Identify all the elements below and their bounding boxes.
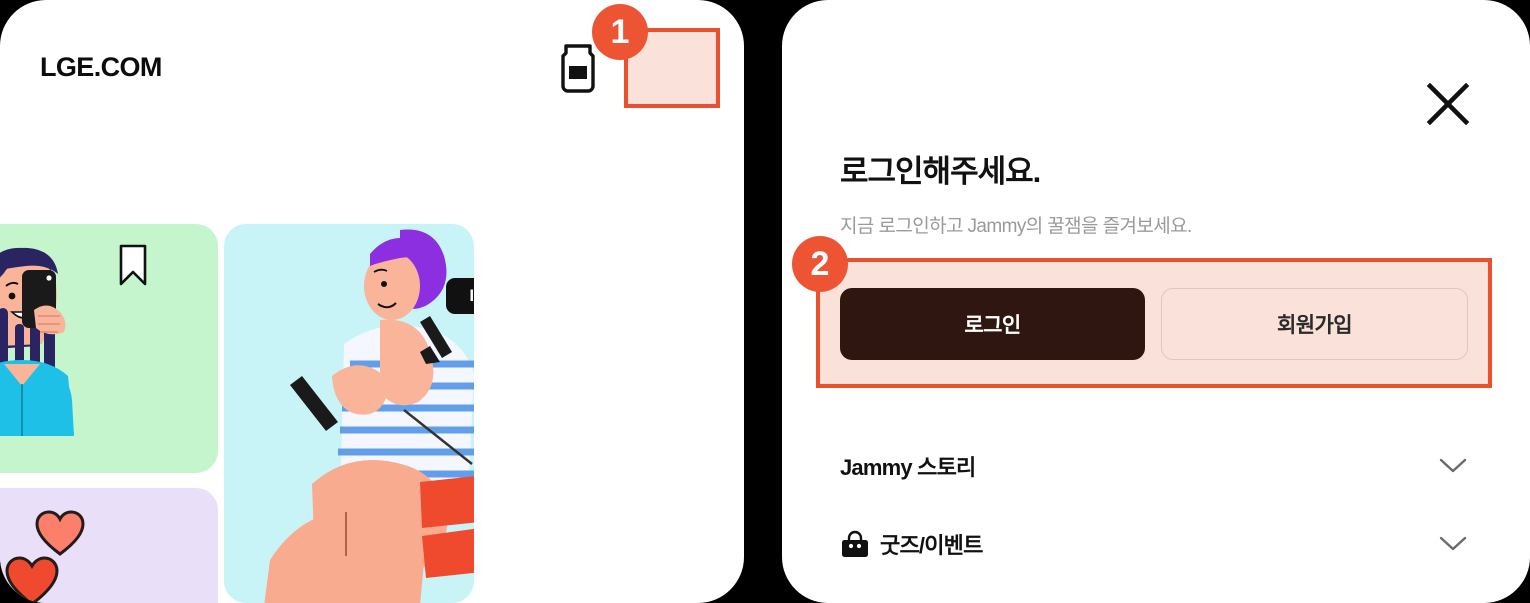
site-logo[interactable]: LGE.COM <box>40 52 162 82</box>
jar-icon[interactable] <box>556 42 600 94</box>
mobile-home-screen: LGE.COM <box>0 0 744 603</box>
heart-icon <box>5 556 59 603</box>
annotation-marker-1: 1 <box>592 4 648 60</box>
page-title: 로그인해주세요. <box>840 154 1041 189</box>
sidebar-item-goods-event[interactable]: 굿즈/이벤트 <box>840 522 1468 566</box>
shopping-bag-icon <box>842 530 868 557</box>
illustration-card-cyan: I love it! <box>224 224 474 603</box>
speech-bubble: I love it! <box>446 278 474 314</box>
login-button[interactable]: 로그인 <box>840 288 1145 360</box>
sidebar-item-label: Jammy 스토리 <box>840 455 976 480</box>
signup-button[interactable]: 회원가입 <box>1161 288 1468 360</box>
illustration-card-purple <box>0 488 218 603</box>
sidebar-item-jammy-story[interactable]: Jammy 스토리 <box>840 444 1468 488</box>
auth-buttons-group: 로그인 회원가입 <box>840 288 1468 360</box>
illustration-card-green <box>0 224 218 473</box>
close-button[interactable] <box>1420 76 1476 132</box>
chevron-down-icon <box>1439 536 1467 551</box>
annotation-marker-2: 2 <box>792 236 848 292</box>
promo-illustration: I love it! ROMANCE <box>0 224 744 603</box>
page-subtitle: 지금 로그인하고 Jammy의 꿀잼을 즐겨보세요. <box>840 216 1192 237</box>
chevron-down-icon <box>1439 458 1467 473</box>
bookmark-icon[interactable] <box>118 244 148 286</box>
heart-icon <box>35 510 85 556</box>
sidebar-item-label: 굿즈/이벤트 <box>880 533 983 558</box>
close-icon <box>1426 82 1470 126</box>
